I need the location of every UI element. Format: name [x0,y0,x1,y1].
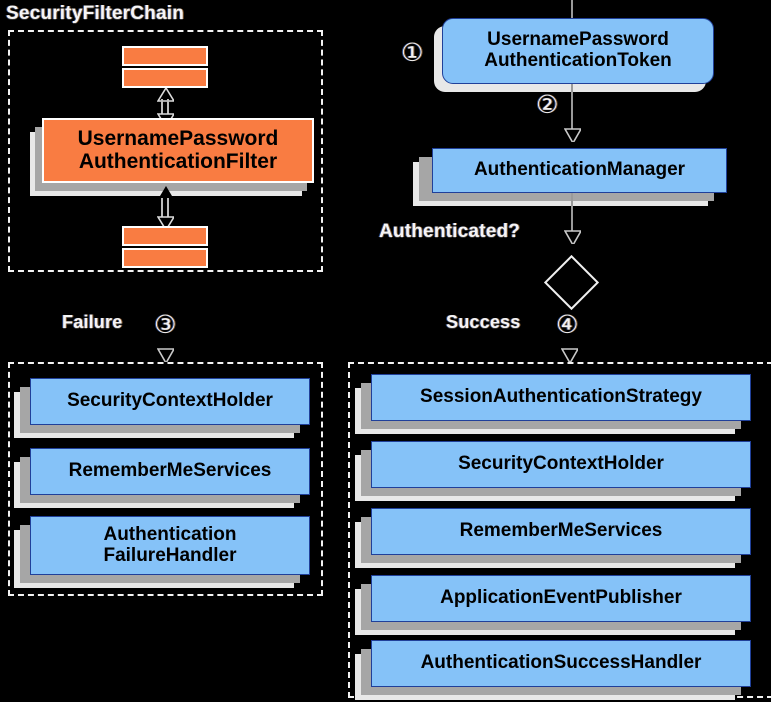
arrow-to-success-group [561,348,578,362]
failure-box-2-line1: RememberMeServices [68,460,272,482]
step-1-marker: ① [401,38,424,67]
failure-label: Failure [62,312,123,332]
filter-box-line1: UsernamePassword [77,126,279,150]
step-2-marker: ② [536,90,559,119]
failure-box-2[interactable]: RememberMeServices [30,448,310,495]
double-arrow-shaft-upper [161,99,169,115]
manager-box[interactable]: AuthenticationManager [432,148,727,193]
failure-box-3-line2: FailureHandler [103,544,237,566]
success-item-node-5[interactable]: AuthenticationSuccessHandler [355,640,767,702]
step-3-marker: ③ [154,310,177,339]
security-filter-chain-group [8,30,323,272]
arrow-up-solid-lower [157,186,175,201]
failure-box-3-line1: Authentication [103,523,237,545]
filter-box[interactable]: UsernamePassword AuthenticationFilter [42,118,314,183]
failure-group [8,362,323,596]
success-box-1[interactable]: SessionAuthenticationStrategy [371,374,751,421]
double-arrow-shaft-lower [161,198,169,218]
success-item-node-2[interactable]: SecurityContextHolder [355,441,767,509]
arrow-to-failure-group [157,348,174,362]
filter-bar-4 [122,248,208,268]
username-password-authentication-filter-node[interactable]: UsernamePassword AuthenticationFilter [30,118,320,196]
connector-manager-to-decision [571,193,573,234]
filter-box-line2: AuthenticationFilter [78,149,278,173]
failure-box-3[interactable]: Authentication FailureHandler [30,516,310,575]
success-box-2[interactable]: SecurityContextHolder [371,441,751,488]
connector-token-to-manager [571,84,573,130]
authenticated-question-label: Authenticated? [379,221,521,242]
success-box-4[interactable]: ApplicationEventPublisher [371,575,751,622]
step-4-marker: ④ [556,310,579,339]
arrow-up-open-upper [157,88,174,102]
failure-item-node-3[interactable]: Authentication FailureHandler [14,516,310,594]
failure-box-1[interactable]: SecurityContextHolder [30,378,310,425]
success-box-5[interactable]: AuthenticationSuccessHandler [371,640,751,687]
token-line2: AuthenticationToken [484,50,672,71]
success-box-3[interactable]: RememberMeServices [371,508,751,555]
username-password-authentication-token-node[interactable]: UsernamePassword AuthenticationToken [434,18,714,98]
token-box[interactable]: UsernamePassword AuthenticationToken [442,18,714,84]
success-item-node-1[interactable]: SessionAuthenticationStrategy [355,374,767,442]
arrow-manager-to-decision [564,230,581,244]
filter-bar-3 [122,226,208,246]
connector-into-token [571,0,573,22]
success-item-node-4[interactable]: ApplicationEventPublisher [355,575,767,643]
token-line1: UsernamePassword [487,29,669,51]
arrow-down-open-lower [157,216,174,230]
success-item-node-3[interactable]: RememberMeServices [355,508,767,576]
failure-box-1-line1: SecurityContextHolder [67,390,273,412]
filter-bar-1 [122,46,208,66]
arrow-token-to-manager [564,128,581,142]
security-filter-chain-title: SecurityFilterChain [6,3,185,24]
failure-item-node-1[interactable]: SecurityContextHolder [14,378,310,446]
success-label: Success [446,312,521,332]
decision-diamond [543,254,600,311]
authentication-manager-node[interactable]: AuthenticationManager [413,148,727,214]
failure-item-node-2[interactable]: RememberMeServices [14,448,310,516]
filter-bar-2 [122,68,208,88]
